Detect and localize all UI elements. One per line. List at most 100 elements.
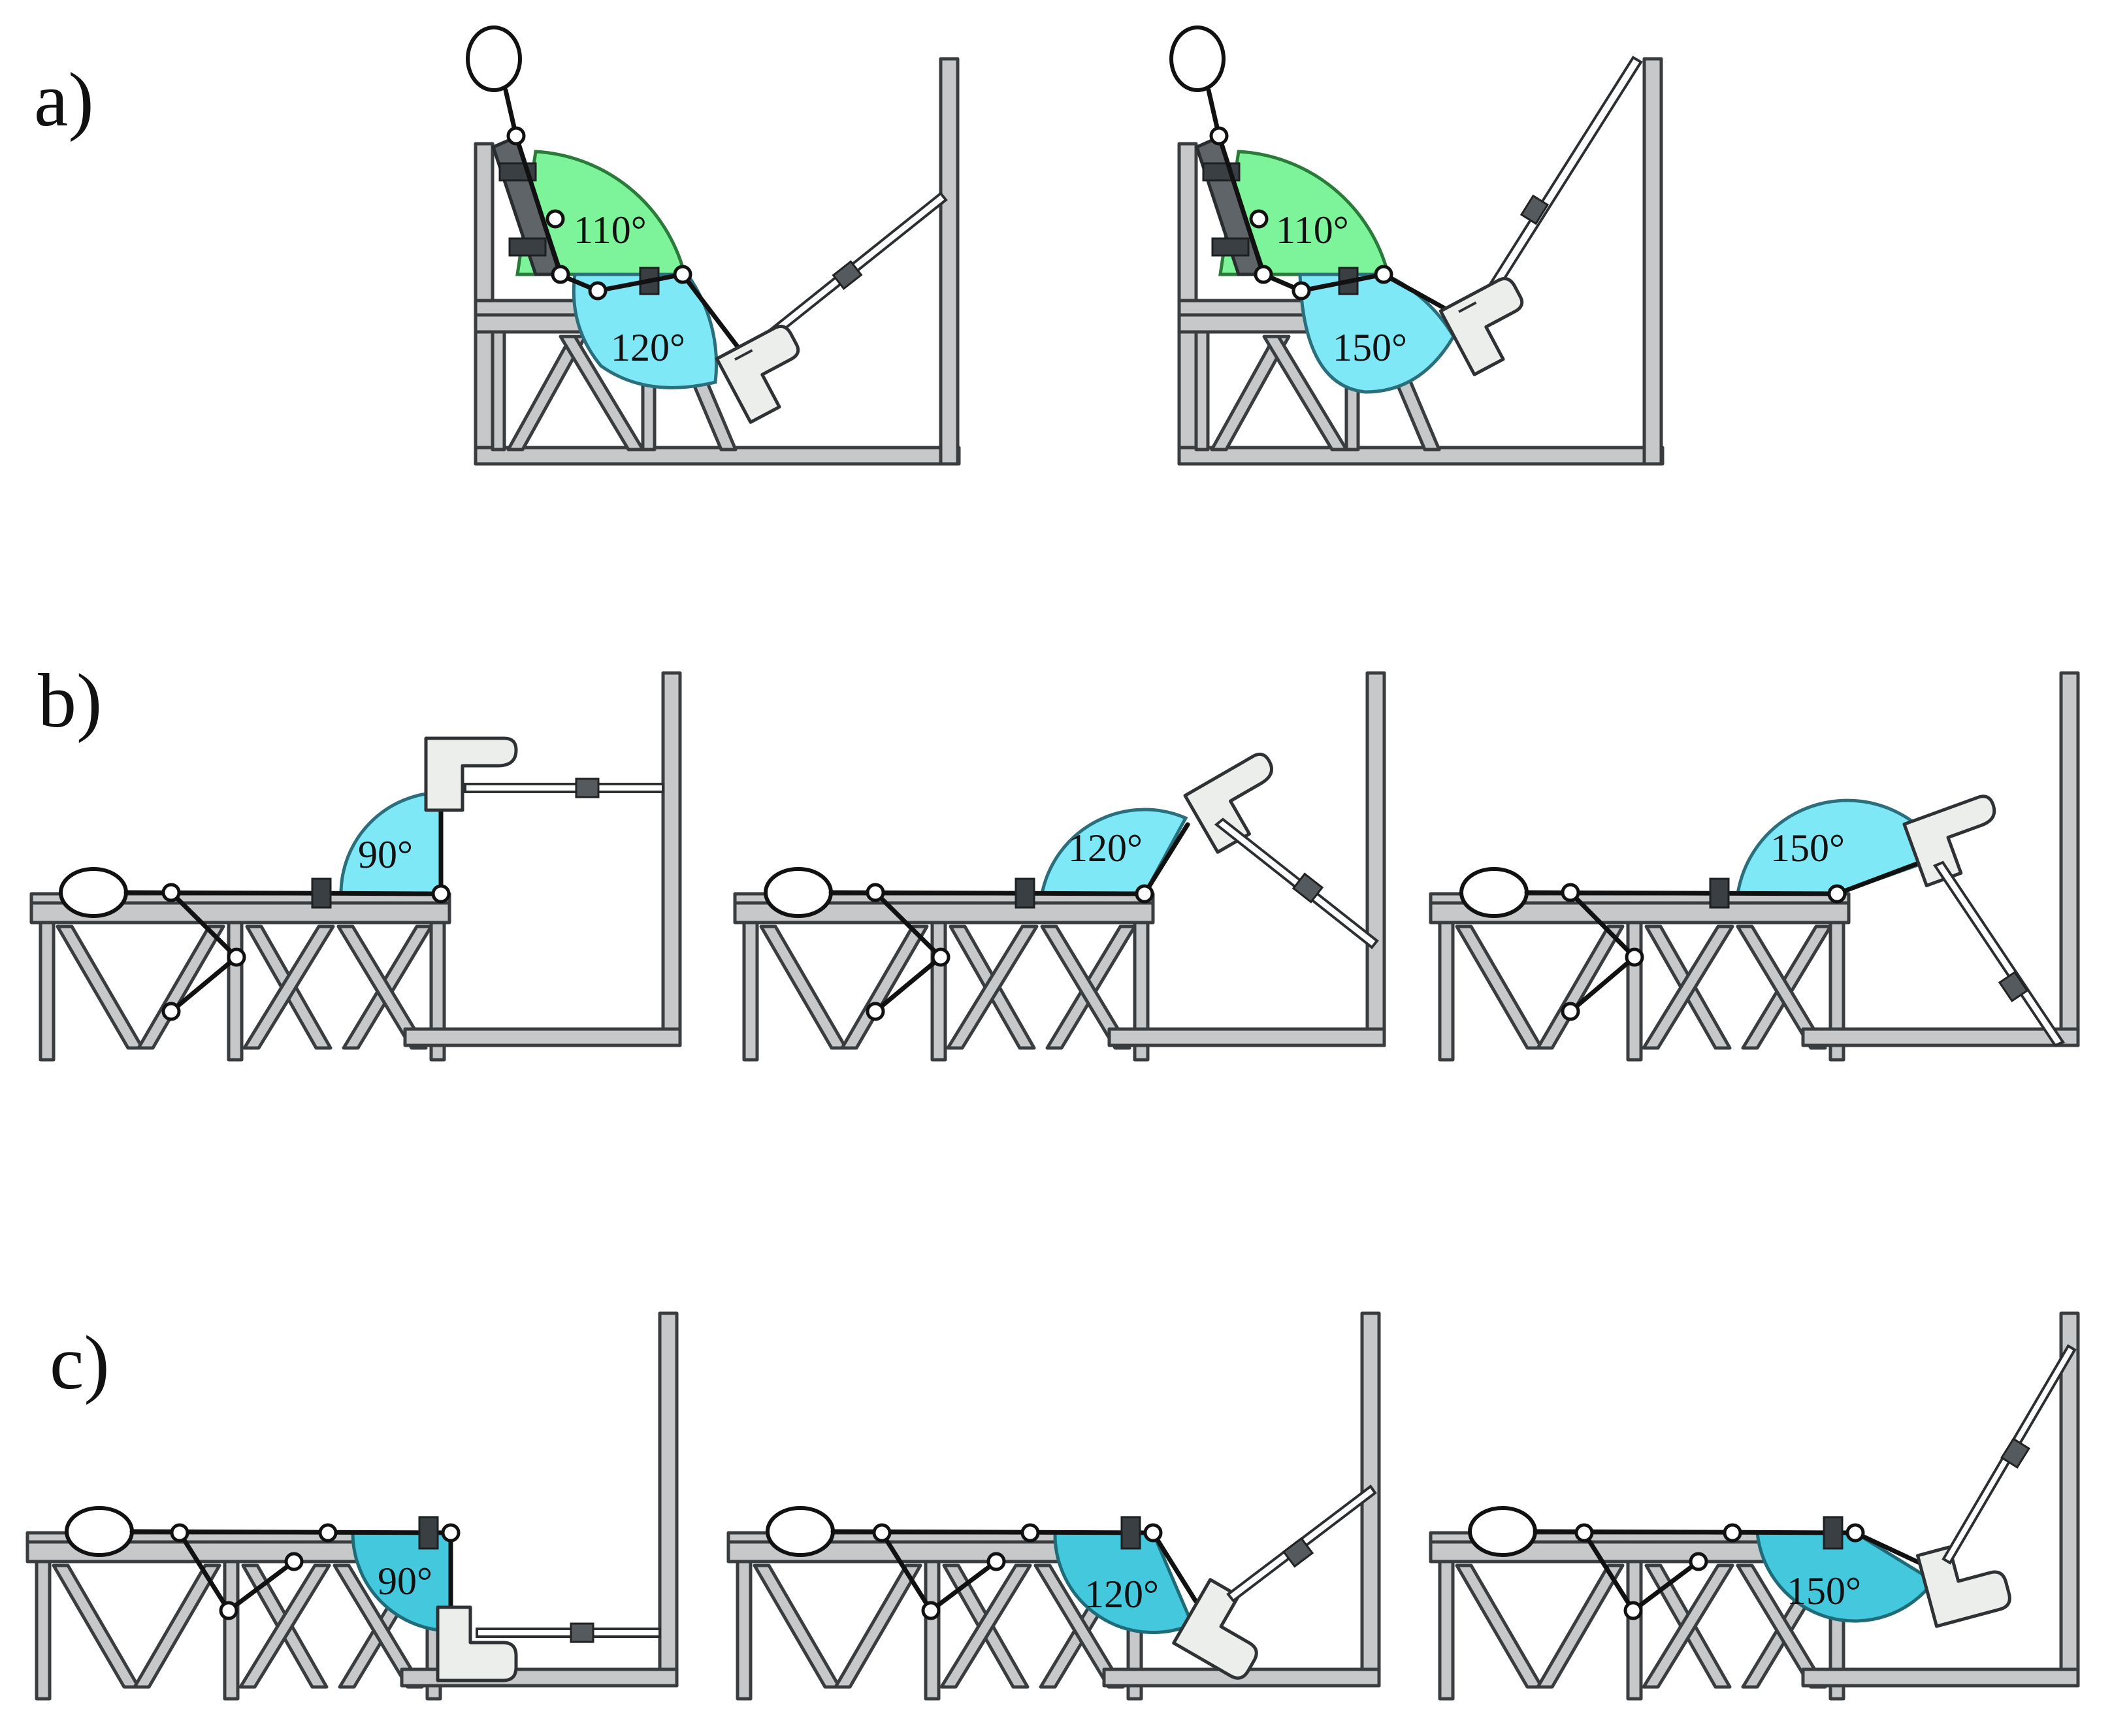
knee-angle-label: 150°	[1787, 1569, 1861, 1613]
knee-joint	[1845, 1523, 1865, 1543]
panel-c1: 90°	[27, 1313, 677, 1699]
hip-angle-sector	[515, 150, 687, 276]
hip-joint	[1254, 265, 1273, 284]
knee-joint	[1143, 1523, 1163, 1543]
hip-angle-label: 110°	[1276, 208, 1349, 252]
foot-plate	[1916, 1545, 2011, 1628]
shoulder-joint	[866, 883, 885, 902]
hand-joint	[1689, 1552, 1708, 1571]
actuator-block	[1292, 872, 1324, 904]
hip-joint	[1020, 1523, 1040, 1543]
head	[766, 1506, 835, 1557]
knee-joint	[431, 884, 451, 904]
knee-angle-sector	[1039, 808, 1188, 896]
hand-joint	[588, 281, 608, 301]
knee-angle-label: 150°	[1770, 827, 1845, 870]
knee-joint	[1827, 884, 1847, 904]
actuator-block	[832, 260, 863, 290]
hip-joint	[318, 1523, 338, 1543]
shoulder-joint	[1209, 126, 1229, 146]
elbow-joint	[1625, 947, 1644, 967]
head	[764, 867, 833, 918]
knee-angle-sector	[1298, 272, 1455, 394]
foot-plate	[1902, 794, 1996, 887]
knee-strap	[1709, 877, 1730, 909]
knee-strap	[1120, 1516, 1141, 1550]
hip-angle-label: 110°	[574, 208, 647, 252]
foot-plate	[424, 736, 518, 812]
panel-b3: 150°	[1431, 673, 2078, 1060]
knee-strap	[418, 1516, 439, 1550]
knee-angle-label: 90°	[358, 833, 413, 876]
elbow-joint	[1249, 209, 1269, 229]
elbow-joint	[227, 947, 246, 967]
hip-angle-sector	[1218, 150, 1391, 276]
knee-joint	[1135, 884, 1154, 904]
bed-frame	[735, 894, 1153, 1060]
hand-joint	[1292, 281, 1311, 301]
actuator-block	[1519, 194, 1550, 225]
upright-post	[405, 673, 680, 1045]
panel-c3: 150°	[1431, 1313, 2078, 1699]
row-label-c: c)	[50, 1320, 110, 1405]
actuator-rod	[476, 1628, 661, 1638]
bed-frame	[31, 894, 449, 1060]
panel-a1: 110° 120°	[466, 25, 959, 464]
panel-c2: 120°	[728, 1313, 1379, 1699]
head	[1459, 867, 1529, 918]
head	[466, 25, 522, 92]
elbow-joint	[931, 947, 950, 967]
knee-strap	[1015, 877, 1035, 909]
hand-joint	[161, 1002, 181, 1021]
hip-joint	[551, 265, 570, 284]
shoulder-joint	[1574, 1523, 1594, 1543]
elbow-joint	[921, 1601, 941, 1620]
head	[1169, 25, 1226, 92]
bed-frame	[1431, 894, 1849, 1060]
elbow-joint	[1623, 1601, 1643, 1620]
head	[1468, 1506, 1537, 1557]
knee-angle-label: 90°	[378, 1560, 432, 1603]
hand-joint	[1561, 1002, 1580, 1021]
seat-strap	[1211, 237, 1250, 257]
knee-angle-label: 120°	[1068, 827, 1143, 870]
knee-strap	[1823, 1516, 1844, 1550]
shoulder-joint	[170, 1523, 189, 1543]
knee-angle-label: 120°	[611, 326, 685, 369]
actuator-block	[570, 1622, 594, 1643]
knee-joint	[441, 1523, 461, 1543]
head	[65, 1506, 134, 1557]
hip-joint	[1723, 1523, 1742, 1543]
actuator-rod	[1932, 860, 2066, 1047]
knee-angle-sector	[572, 272, 719, 389]
foot-plate	[436, 1605, 518, 1682]
actuator-rod	[464, 783, 664, 793]
seat-strap	[508, 237, 547, 257]
hand-joint	[986, 1552, 1006, 1571]
knee-angle-label: 150°	[1333, 326, 1407, 369]
elbow-joint	[219, 1601, 238, 1620]
knee-strap	[311, 877, 332, 909]
foot-plate	[1183, 752, 1273, 854]
hand-joint	[866, 1002, 885, 1021]
row-label-b: b)	[38, 658, 102, 744]
shoulder-joint	[506, 126, 526, 146]
actuator-block	[2000, 1437, 2030, 1469]
elbow-joint	[545, 209, 565, 229]
knee-joint	[673, 265, 692, 284]
shoulder-joint	[872, 1523, 892, 1543]
actuator-block	[575, 778, 600, 798]
panel-b1: 90°	[31, 673, 680, 1060]
foot-plate	[1440, 275, 1542, 375]
row-label-a: a)	[34, 57, 94, 142]
actuator-block	[1282, 1537, 1314, 1568]
foot-plate	[1172, 1578, 1258, 1680]
shoulder-joint	[1561, 883, 1580, 902]
panel-a2: 110° 150°	[1169, 25, 1663, 464]
hand-joint	[284, 1552, 304, 1571]
head	[59, 867, 128, 918]
panel-b2: 120°	[735, 673, 1384, 1060]
actuator-rod	[1476, 56, 1643, 310]
actuator-block	[1998, 970, 2029, 1003]
